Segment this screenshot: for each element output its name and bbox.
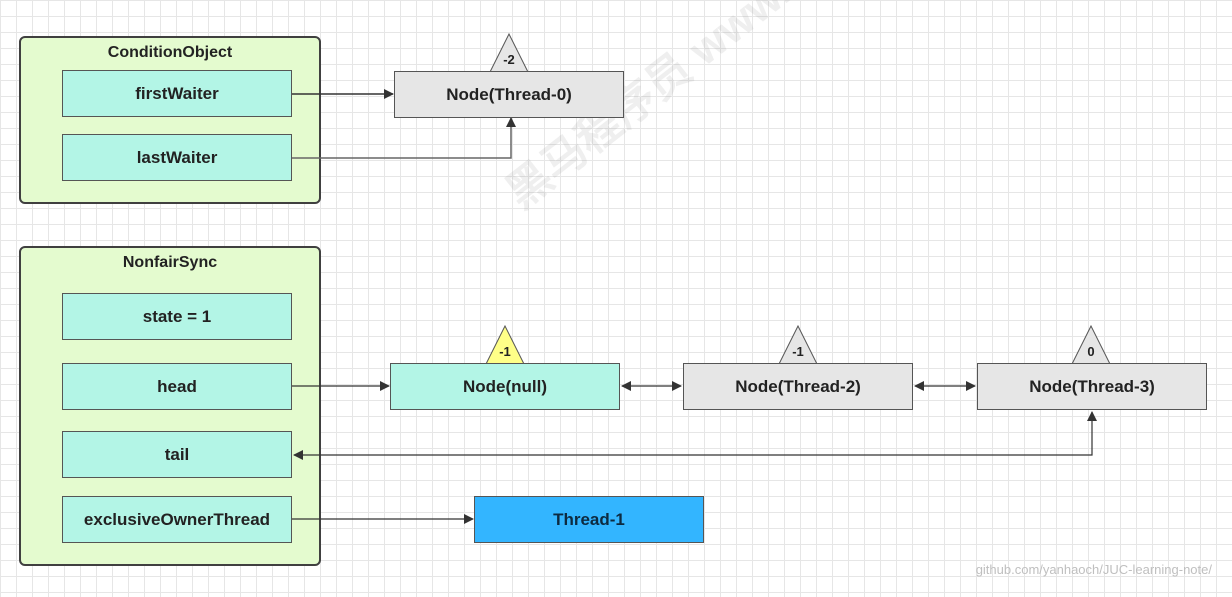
condition-object-title: ConditionObject — [107, 44, 233, 61]
last-waiter-field[interactable]: lastWaiter — [62, 134, 292, 181]
head-field[interactable]: head — [62, 363, 292, 410]
tail-arrow — [293, 411, 1097, 460]
node-thread2[interactable]: Node(Thread-2) — [683, 363, 913, 410]
nonfair-sync-title: NonfairSync — [122, 254, 218, 271]
wait-status-label-thread3: 0 — [1087, 344, 1095, 359]
first-waiter-field[interactable]: firstWaiter — [62, 70, 292, 117]
owner-thread-box[interactable]: Thread-1 — [474, 496, 704, 543]
node-thread0[interactable]: Node(Thread-0) — [394, 71, 624, 118]
wait-status-label-null: -1 — [499, 344, 511, 359]
last-waiter-arrow — [292, 117, 516, 159]
tail-field[interactable]: tail — [62, 431, 292, 478]
wait-status-label-thread2: -1 — [792, 344, 804, 359]
node-null[interactable]: Node(null) — [390, 363, 620, 410]
source-footer: github.com/yanhaoch/JUC-learning-note/ — [975, 562, 1212, 577]
node-thread3[interactable]: Node(Thread-3) — [977, 363, 1207, 410]
exclusive-owner-thread-field[interactable]: exclusiveOwnerThread — [62, 496, 292, 543]
state-field[interactable]: state = 1 — [62, 293, 292, 340]
wait-status-label-thread0: -2 — [503, 52, 515, 67]
